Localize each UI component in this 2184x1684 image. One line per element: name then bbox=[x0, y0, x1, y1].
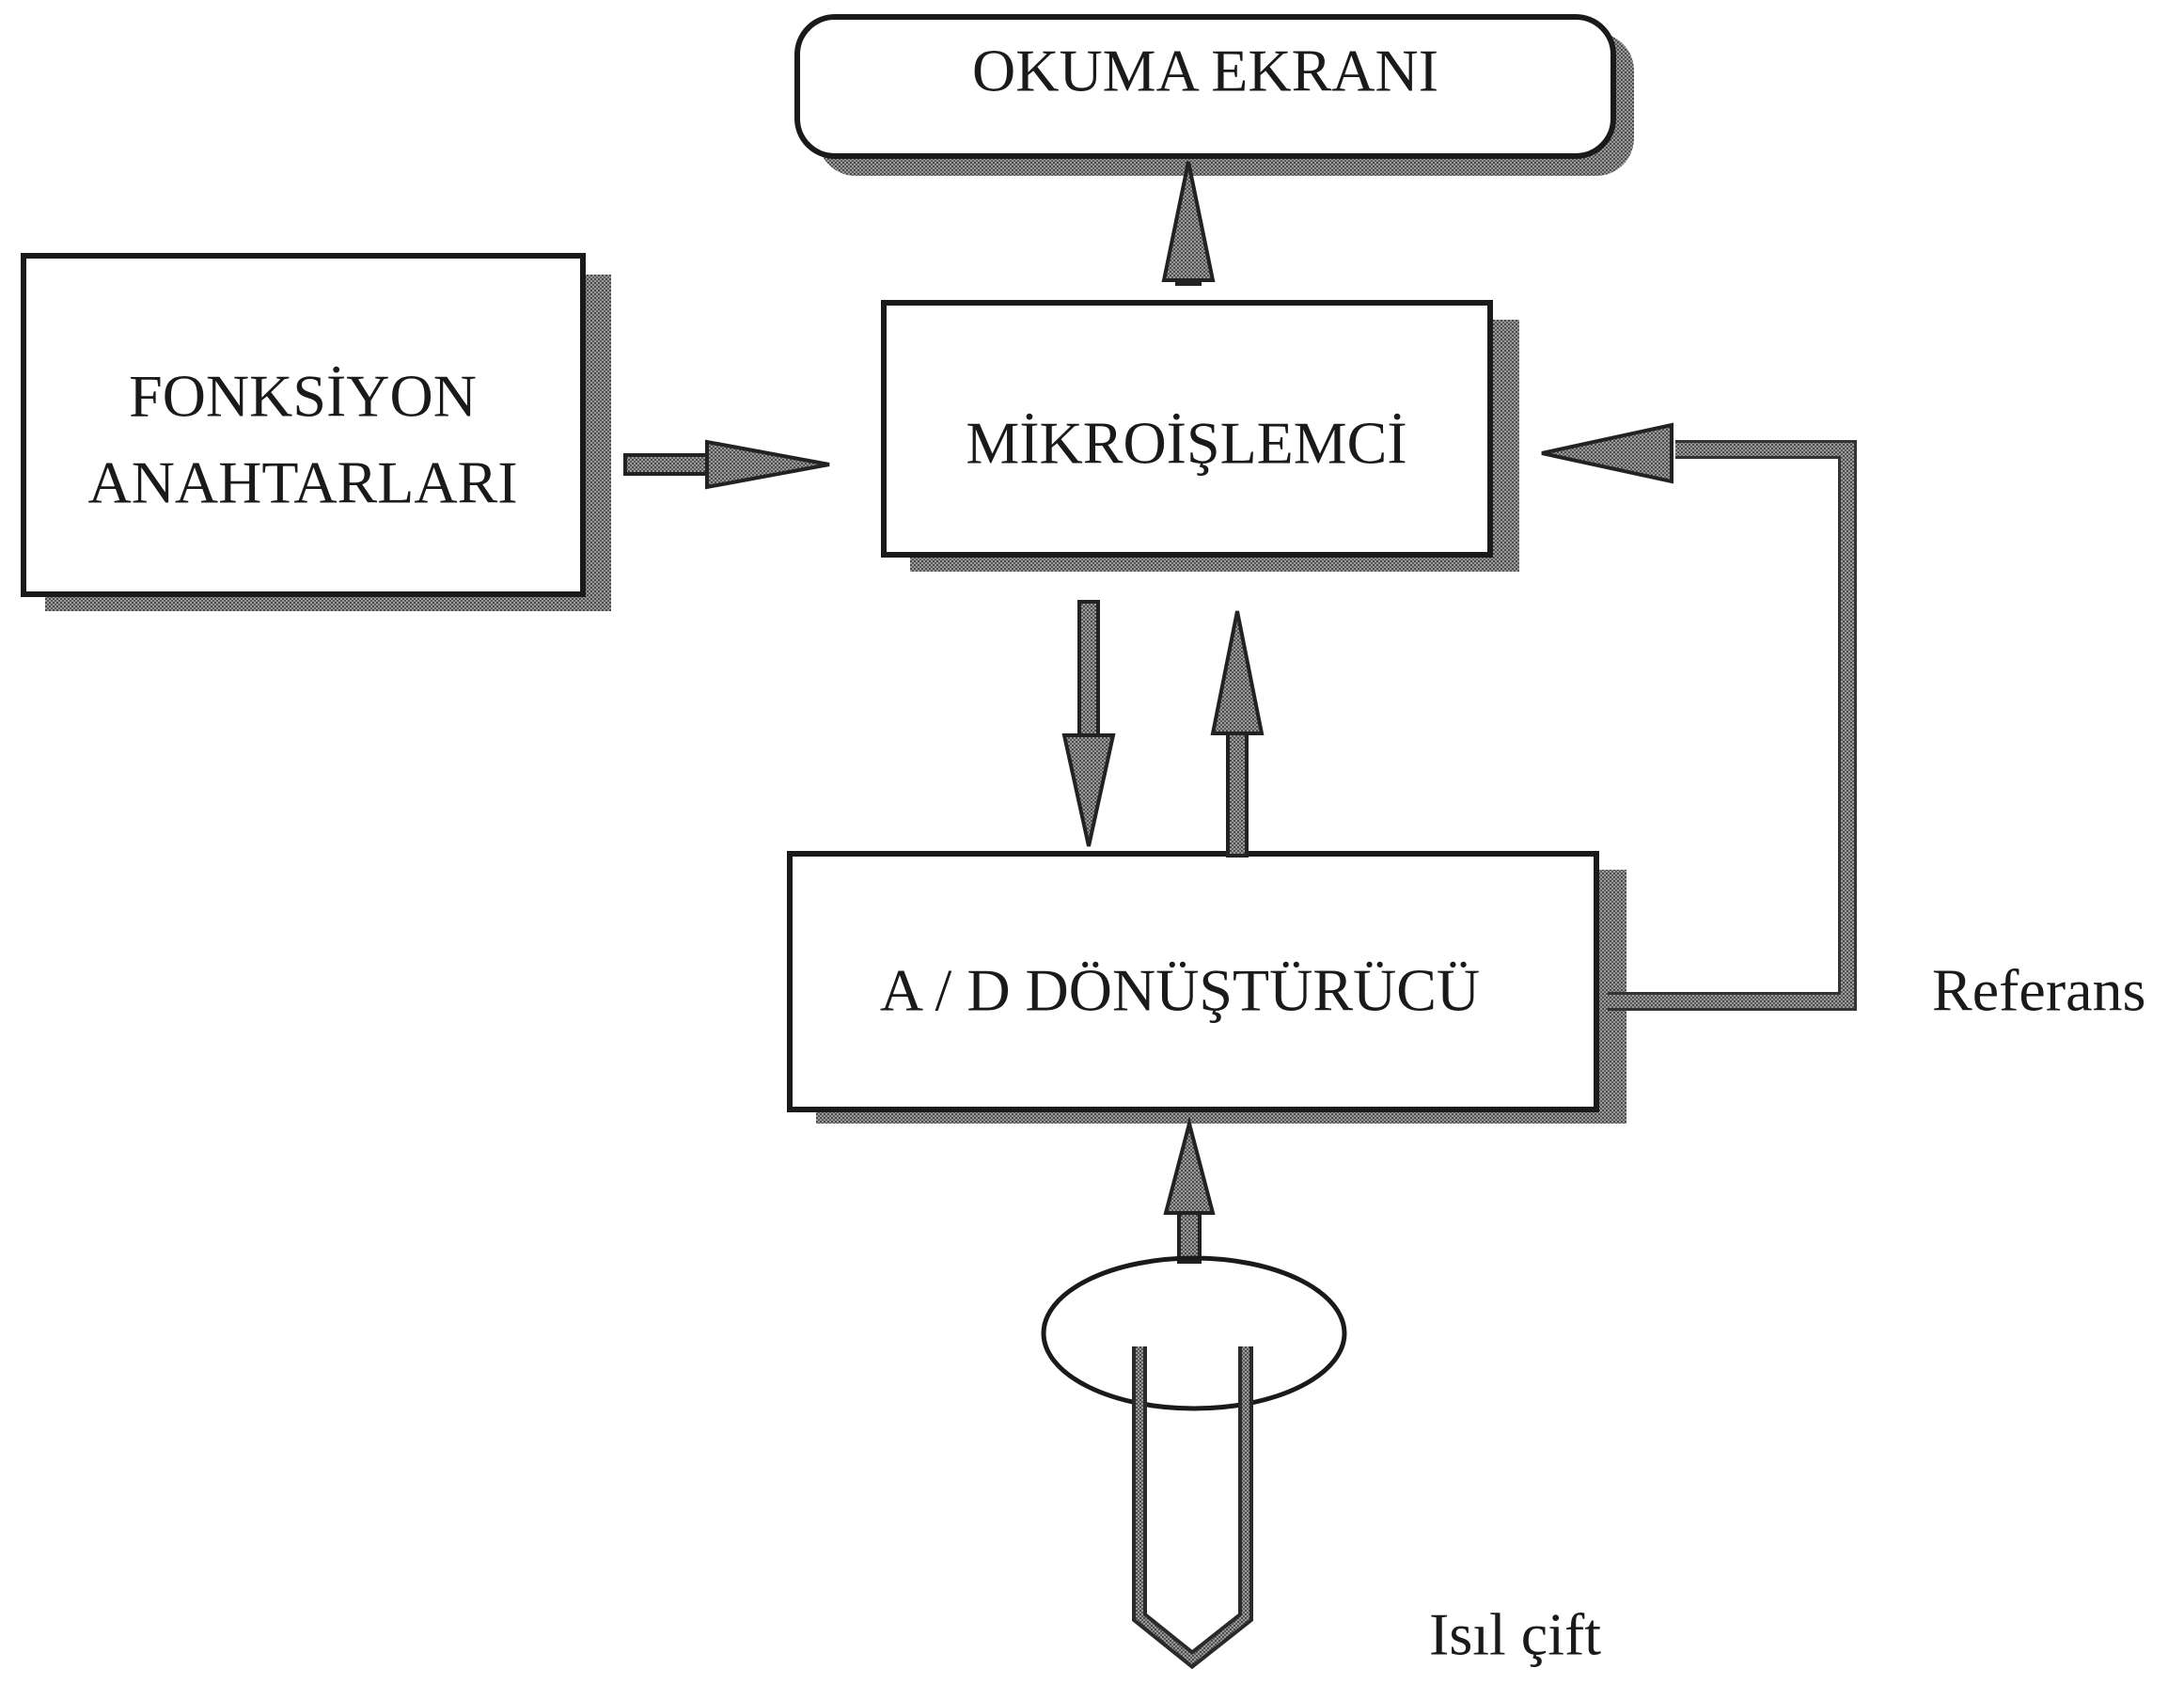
display-label: OKUMA EKRANI bbox=[972, 38, 1438, 104]
arrow-function-keys-to-microprocessor bbox=[623, 439, 830, 490]
arrow-head bbox=[705, 439, 830, 490]
arrow-microprocessor-to-adc bbox=[1061, 600, 1116, 847]
reference-line-outline bbox=[1608, 440, 1857, 1011]
arrow-head bbox=[1061, 733, 1116, 847]
arrow-thermocouple-to-adc bbox=[1163, 1116, 1216, 1264]
thermocouple-probe-outline bbox=[1132, 1346, 1253, 1670]
adc-box bbox=[787, 851, 1599, 1112]
arrow-adc-to-microprocessor bbox=[1210, 610, 1265, 858]
reference-arrow-head bbox=[1541, 422, 1673, 484]
reference-line bbox=[1608, 443, 1854, 1008]
function-keys-box bbox=[21, 253, 586, 597]
arrow-head bbox=[1210, 610, 1265, 735]
arrow-shaft bbox=[1077, 600, 1100, 745]
microprocessor-label: MİKROİŞLEMCİ bbox=[966, 410, 1406, 477]
arrow-head bbox=[1161, 161, 1216, 282]
thermocouple-label: Isıl çift bbox=[1429, 1601, 1601, 1668]
function-keys-label-line1: FONKSİYON bbox=[129, 363, 477, 430]
thermocouple-probe bbox=[1041, 1255, 1347, 1670]
display-node: OKUMA EKRANI bbox=[794, 14, 1634, 176]
adc-label: A / D DÖNÜŞTÜRÜCÜ bbox=[880, 957, 1480, 1024]
thermocouple-probe-fill bbox=[1136, 1346, 1249, 1665]
display-box bbox=[794, 14, 1616, 159]
microprocessor-node: MİKROİŞLEMCİ bbox=[881, 300, 1519, 572]
reference-feedback-line bbox=[1541, 422, 1857, 1011]
arrow-shaft bbox=[1226, 722, 1249, 858]
function-keys-node: FONKSİYON ANAHTARLARI bbox=[21, 253, 611, 611]
thermocouple-junction-ellipse bbox=[1041, 1255, 1347, 1411]
reference-label: Referans bbox=[1932, 957, 2145, 1024]
adc-node: A / D DÖNÜŞTÜRÜCÜ bbox=[787, 851, 1626, 1124]
arrow-head bbox=[1163, 1116, 1216, 1215]
function-keys-label-line2: ANAHTARLARI bbox=[87, 449, 517, 516]
microprocessor-box bbox=[881, 300, 1493, 558]
arrow-microprocessor-to-display bbox=[1161, 161, 1216, 286]
